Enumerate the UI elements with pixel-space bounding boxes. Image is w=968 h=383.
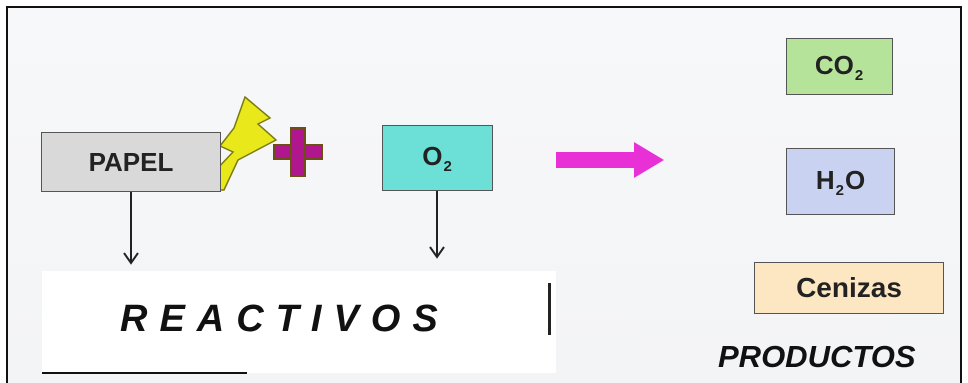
oxygen-formula: O2 — [422, 141, 452, 175]
reactants-underline — [42, 372, 247, 374]
products-label: PRODUCTOS — [718, 339, 916, 374]
reactants-label: REACTIVOS — [120, 298, 450, 340]
h2o-formula: H2O — [815, 164, 866, 199]
oxygen-box: O2 — [382, 125, 493, 191]
co2-box: CO2 — [786, 38, 893, 95]
paper-down-arrow-icon — [123, 192, 139, 265]
paper-box: PAPEL — [41, 132, 221, 192]
reactants-label-panel: REACTIVOS — [42, 271, 556, 373]
co2-formula: CO2 — [814, 49, 864, 84]
oxygen-down-arrow-icon — [429, 191, 445, 259]
reaction-arrow-icon — [556, 142, 664, 178]
ashes-box: Cenizas — [754, 262, 944, 314]
plus-icon — [273, 127, 323, 177]
paper-label: PAPEL — [88, 146, 174, 177]
h2o-box: H2O — [786, 148, 895, 215]
panel-edge-bar — [548, 283, 551, 335]
ashes-label: Cenizas — [796, 272, 902, 303]
lightning-icon — [195, 95, 278, 191]
